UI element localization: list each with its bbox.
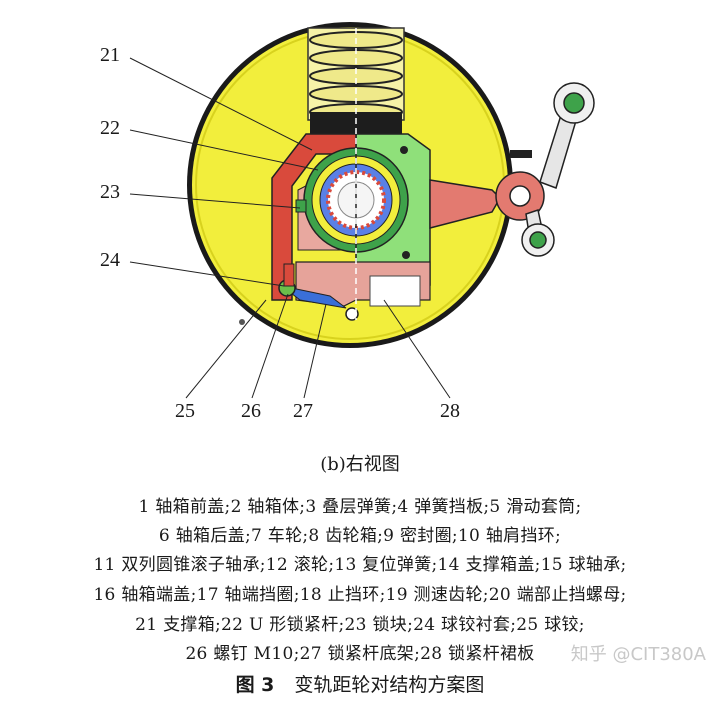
legend-line: 11 双列圆锥滚子轴承;12 滚轮;13 复位弹簧;14 支撑箱盖;15 球轴承… — [93, 555, 627, 575]
legend-line: 16 轴箱端盖;17 轴端挡圈;18 止挡环;19 测速齿轮;20 端部止挡螺母… — [93, 585, 627, 605]
legend-line: 21 支撑箱;22 U 形锁紧杆;23 锁块;24 球铰衬套;25 球铰; — [135, 615, 585, 635]
callout-22: 22 — [100, 117, 120, 139]
wheelset-right-view-diagram: 21 22 23 24 25 26 27 28 — [100, 22, 595, 422]
lock-block — [295, 199, 307, 213]
callout-26: 26 — [241, 400, 261, 422]
lever-arm — [429, 82, 595, 257]
laminated-spring — [307, 27, 405, 134]
callout-24: 24 — [100, 249, 120, 271]
figure-title: 变轨距轮对结构方案图 — [294, 674, 485, 696]
leader-lines — [129, 57, 451, 399]
callout-27: 27 — [293, 400, 313, 422]
legend-line: 1 轴箱前盖;2 轴箱体;3 叠层弹簧;4 弹簧挡板;5 滑动套筒; — [138, 497, 582, 517]
callout-23: 23 — [100, 181, 120, 203]
callout-25: 25 — [175, 400, 195, 422]
wheelset-drawing — [129, 22, 595, 399]
legend-line: 6 轴箱后盖;7 车轮;8 齿轮箱;9 密封圈;10 轴肩挡环; — [158, 526, 562, 546]
legend-line: 26 螺钉 M10;27 锁紧杆底架;28 锁紧杆裙板 — [185, 644, 535, 664]
watermark: 知乎 @CIT380A — [570, 644, 706, 665]
figure-number: 图 3 — [235, 674, 275, 696]
callout-21: 21 — [100, 44, 120, 66]
figure-caption: 图 3 变轨距轮对结构方案图 — [0, 670, 720, 697]
ball-joint-arm — [278, 263, 359, 321]
locking-bar-skirt — [295, 261, 431, 307]
subcaption: (b)右视图 — [320, 454, 400, 475]
callout-28: 28 — [440, 400, 460, 422]
